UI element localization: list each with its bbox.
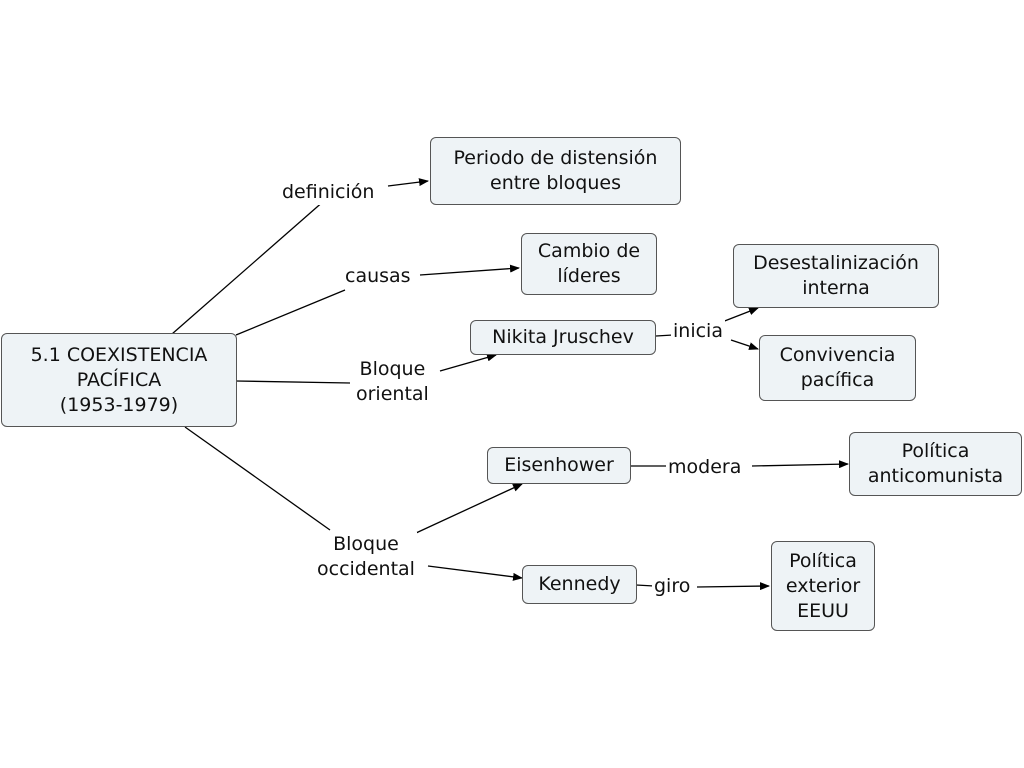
link-label-modera: modera <box>666 455 744 480</box>
arrow-occidental-eisenhower <box>415 483 523 534</box>
connector-root-definicion <box>171 199 326 335</box>
concept-desestalinizacion: Desestalinización interna <box>733 244 939 308</box>
concept-politica-anticomunista: Política anticomunista <box>849 432 1022 496</box>
concept-eisenhower: Eisenhower <box>487 447 631 484</box>
arrow-modera-anticomunista <box>751 460 849 469</box>
link-label-causas: causas <box>343 264 413 289</box>
arrow-inicia-desestalinizacion <box>721 307 759 323</box>
connector-root-causas <box>235 289 346 336</box>
concept-cambio-lideres: Cambio de líderes <box>521 233 657 295</box>
link-label-inicia: inicia <box>671 319 725 344</box>
arrow-oriental-nikita <box>439 353 497 372</box>
concept-politica-exterior-eeuu: Política exterior EEUU <box>771 541 875 631</box>
arrow-causas-cambio <box>419 264 520 276</box>
connector-kennedy-giro <box>635 584 655 587</box>
connector-nikita-inicia <box>655 334 674 337</box>
concept-nikita-jruschev: Nikita Jruschev <box>470 320 656 355</box>
arrow-occidental-kennedy <box>427 565 523 581</box>
concept-kennedy: Kennedy <box>522 565 637 604</box>
arrow-definicion-periodo <box>387 178 429 187</box>
arrow-giro-exterior <box>696 582 770 591</box>
arrow-inicia-convivencia <box>730 339 759 350</box>
link-label-definicion: definición <box>280 180 377 205</box>
link-label-bloque-occidental: Bloque occidental <box>315 532 417 582</box>
concept-convivencia-pacifica: Convivencia pacífica <box>759 335 916 401</box>
connector-root-bloque-occidental <box>184 426 331 531</box>
link-label-giro: giro <box>652 574 693 599</box>
root-concept-node: 5.1 COEXISTENCIA PACÍFICA (1953-1979) <box>1 333 237 427</box>
concept-periodo-distension: Periodo de distensión entre bloques <box>430 137 681 205</box>
connector-root-bloque-oriental <box>235 380 351 384</box>
link-label-bloque-oriental: Bloque oriental <box>354 357 431 407</box>
